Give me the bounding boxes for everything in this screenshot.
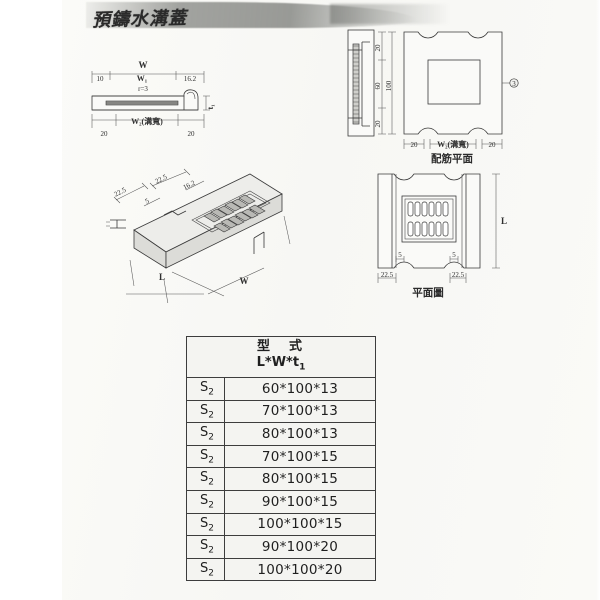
table-header-cell: 型 式 L*W*t1 — [186, 335, 376, 379]
table-header-row: 型 式 L*W*t1 — [186, 335, 376, 379]
table-row: S2 100*100*20 — [186, 557, 376, 582]
row-size: 80*100*13 — [224, 422, 376, 446]
plan-notch-right: 5 — [452, 251, 456, 259]
row-code: S2 — [186, 467, 225, 492]
rebar-callout-marker: 3 — [512, 80, 516, 88]
section-dim-left: 10 — [97, 75, 105, 83]
rebar-plan-view: 20 60 20 100 3 20 W₂(溝寬) 20 配筋平面 — [347, 29, 519, 165]
row-code: S2 — [186, 399, 225, 424]
row-size: 90*100*20 — [224, 535, 376, 559]
rebar-dim-top: 20 — [374, 44, 382, 52]
table-header-main: 型 式 — [256, 339, 305, 354]
cross-section-view: W 10 W₁ 16.2 r=3 t₁ W₂(溝寬) 20 20 — [91, 60, 215, 138]
plan-dim-left: 22.5 — [381, 271, 394, 279]
right-margin — [596, 0, 600, 600]
table-row: S2 90*100*20 — [186, 535, 376, 559]
rebar-dim-h-right: 20 — [489, 141, 497, 149]
row-code: S2 — [186, 557, 225, 582]
table-row: S2 80*100*15 — [186, 467, 376, 492]
section-dim-bottom-left: 20 — [101, 130, 109, 138]
row-code: S2 — [186, 422, 225, 446]
iso-dim-mid: 22.5 — [154, 173, 169, 186]
iso-dim-small-left: 5 — [144, 197, 151, 206]
table-row: S2 100*100*15 — [186, 512, 376, 537]
iso-label-width: W — [240, 276, 249, 286]
row-size: 90*100*15 — [224, 490, 376, 514]
rebar-dim-h-center: W₂(溝寬) — [437, 139, 469, 149]
row-size: 70*100*15 — [224, 444, 376, 469]
table-header: 型 式 L*W*t1 — [186, 335, 376, 379]
iso-dim-left: 22.5 — [113, 186, 128, 199]
page-title: 預鑄水溝蓋 — [91, 7, 188, 32]
row-size: 70*100*13 — [224, 399, 376, 424]
left-margin — [0, 0, 62, 600]
table-row: S2 60*100*13 — [186, 377, 376, 401]
table-row: S2 70*100*13 — [186, 399, 376, 424]
table-row: S2 70*100*15 — [186, 444, 376, 469]
section-label-t1: t₁ — [206, 104, 215, 110]
rebar-dim-total: 100 — [385, 80, 393, 91]
plan-label-length: L — [501, 216, 507, 226]
plan-view-caption: 平面圖 — [412, 287, 444, 299]
plan-view: 5 5 22.5 22.5 L 平面圖 — [377, 173, 507, 299]
rebar-dim-bottom: 20 — [374, 120, 382, 128]
row-code: S2 — [186, 444, 225, 469]
row-size: 80*100*15 — [224, 467, 376, 492]
row-code: S2 — [186, 490, 225, 514]
plan-notch-left: 5 — [398, 251, 402, 259]
section-dim-right: 16.2 — [184, 75, 197, 83]
row-size: 100*100*20 — [224, 557, 376, 582]
table-row: S2 80*100*13 — [186, 422, 376, 446]
section-label-w: W — [139, 60, 148, 70]
section-radius-note: r=3 — [138, 85, 148, 93]
row-size: 60*100*13 — [224, 377, 376, 401]
row-code: S2 — [186, 535, 225, 559]
section-label-w1: W₁ — [137, 74, 148, 83]
row-code: S2 — [186, 512, 225, 537]
row-size: 100*100*15 — [224, 512, 376, 537]
plan-dim-right: 22.5 — [452, 271, 465, 279]
iso-label-length: L — [159, 272, 165, 282]
scan-shadow-band-secondary — [330, 4, 450, 24]
table-row: S2 90*100*15 — [186, 490, 376, 514]
row-code: S2 — [186, 377, 225, 401]
rebar-dim-h-left: 20 — [411, 141, 419, 149]
rebar-dim-mid: 60 — [374, 82, 382, 90]
table-body: S2 60*100*13 S2 70*100*13 S2 80*100*13 S… — [186, 377, 376, 582]
isometric-view: 22.5 5 22.5 16.2 — [106, 168, 291, 303]
iso-dim-thickness: 16.2 — [182, 179, 197, 192]
section-dim-bottom-right: 20 — [188, 130, 196, 138]
rebar-plan-caption: 配筋平面 — [431, 152, 473, 165]
table-header-sub: L*W*t1 — [256, 355, 306, 373]
specification-table: 型 式 L*W*t1 S2 60*100*13 S2 70*100*13 S2 … — [186, 335, 376, 582]
section-label-w2: W₂(溝寬) — [131, 116, 163, 126]
